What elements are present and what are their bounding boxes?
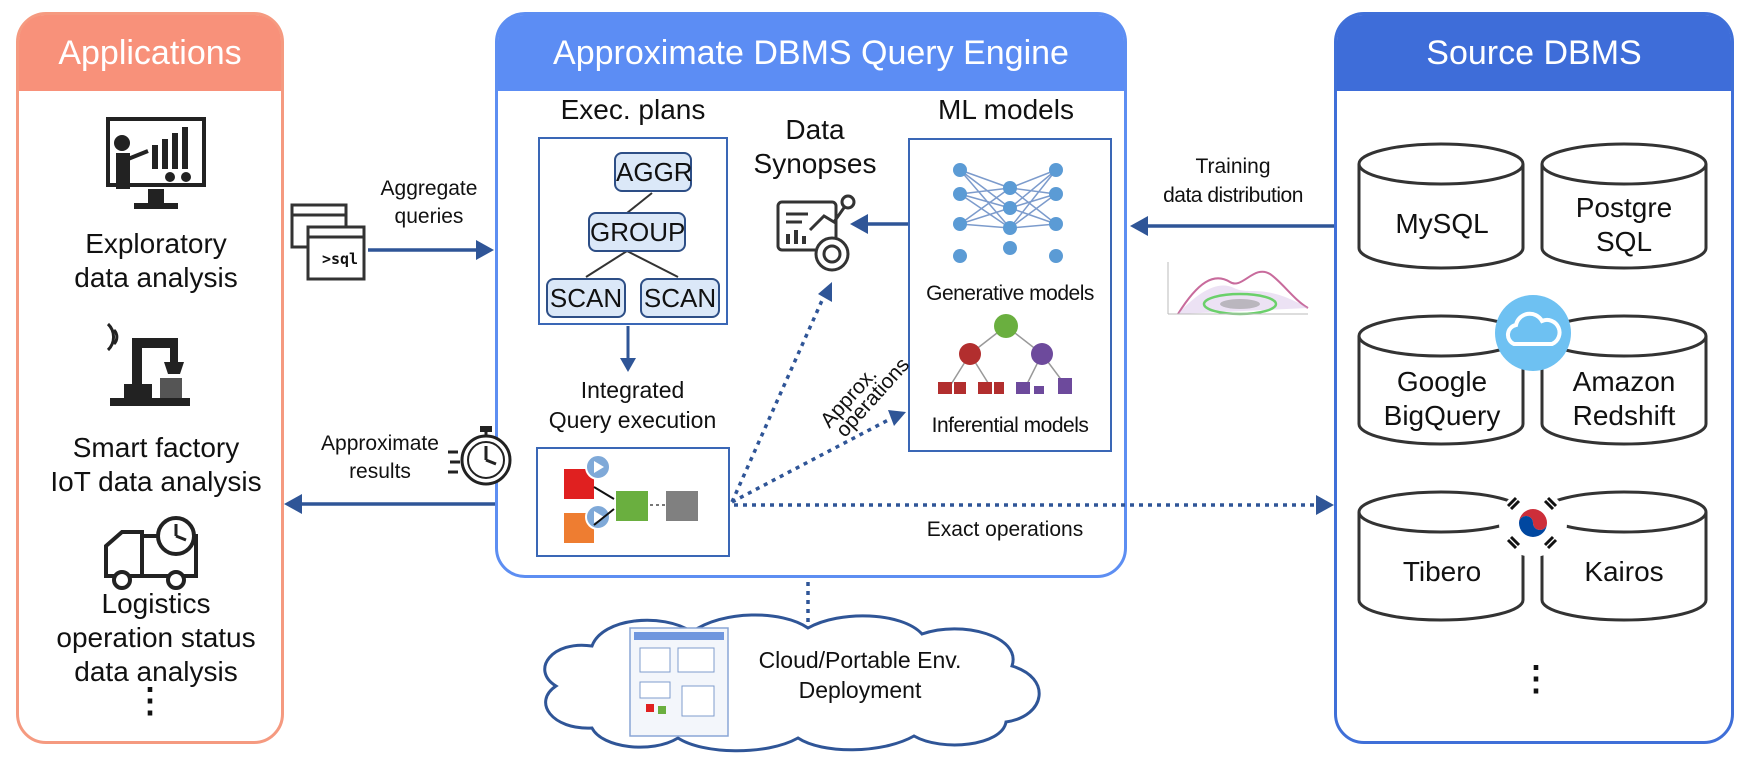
integrated-label-line2: Query execution <box>548 407 717 433</box>
plan-node-group: GROUP <box>588 212 686 252</box>
app-logistics-line1: Logistics <box>101 588 211 619</box>
data-synopses-line2: Synopses <box>753 148 877 179</box>
aggregate-queries-line1: Aggregate <box>380 177 478 200</box>
app-smart-factory-line1: Smart factory <box>72 432 240 463</box>
db-redshift-line2: Redshift <box>1572 400 1676 431</box>
inferential-models-label: Inferential models <box>931 414 1089 437</box>
applications-title: Applications <box>19 15 281 91</box>
db-mysql: MySQL <box>1395 208 1489 239</box>
training-data-line2: data distribution <box>1163 184 1303 207</box>
exact-operations-label: Exact operations <box>926 518 1084 541</box>
approx-to-synopses-dotted-arrow <box>730 295 826 503</box>
distribution-plot-graphic <box>1167 262 1309 316</box>
training-data-line1: Training <box>1195 155 1271 178</box>
neural-network-graphic <box>953 163 1063 263</box>
cloud-deployment-shape <box>543 613 1041 753</box>
plan-tree-lines <box>585 192 679 278</box>
korea-flag-icon <box>1499 489 1567 557</box>
approx-to-models-dotted-arrow <box>731 416 893 504</box>
db-postgre-line1: Postgre <box>1575 192 1673 223</box>
db-bigquery-line1: Google <box>1396 366 1488 397</box>
db-postgre-line2: SQL <box>1595 226 1653 257</box>
plan-node-scan-right: SCAN <box>640 278 720 318</box>
plan-node-aggr: AGGR <box>614 152 693 192</box>
app-logistics-line2: operation status <box>56 622 256 653</box>
aggregate-queries-line2: queries <box>394 205 464 228</box>
app-logistics-line3: data analysis <box>74 656 238 687</box>
sql-prompt-text: >sql <box>321 250 359 268</box>
stopwatch-icon <box>448 426 512 486</box>
generative-models-label: Generative models <box>926 282 1094 305</box>
database-cylinders <box>1357 142 1708 622</box>
truck-clock-icon <box>104 516 198 590</box>
plan-to-execution-arrow <box>620 326 636 372</box>
data-synopses-line1: Data <box>785 114 845 145</box>
engine-title: Approximate DBMS Query Engine <box>498 15 1124 91</box>
app-smart-factory-line2: IoT data analysis <box>50 466 262 497</box>
plan-node-scan-left: SCAN <box>546 278 626 318</box>
db-tibero: Tibero <box>1402 556 1482 587</box>
data-synopses-icon <box>776 194 856 272</box>
monitor-chart-icon <box>106 117 206 209</box>
cloud-service-icon <box>1495 295 1571 371</box>
db-kairos: Kairos <box>1584 556 1664 587</box>
sql-window-icon <box>290 203 366 281</box>
cloud-deployment-line2: Deployment <box>798 677 922 703</box>
cloud-deployment-line1: Cloud/Portable Env. <box>758 647 962 673</box>
approx-results-line1: Approximate <box>321 432 439 455</box>
db-redshift-line1: Amazon <box>1572 366 1676 397</box>
exec-plans-label: Exec. plans <box>560 94 706 125</box>
approx-results-line2: results <box>349 460 411 483</box>
source-dbms-title: Source DBMS <box>1337 15 1731 91</box>
robot-arm-icon <box>106 322 190 406</box>
execution-flow-graphic <box>564 454 698 543</box>
app-exploratory-line1: Exploratory <box>85 228 227 259</box>
app-exploratory-line2: data analysis <box>74 262 238 293</box>
db-bigquery-line2: BigQuery <box>1383 400 1501 431</box>
inferential-tree-graphic <box>938 314 1072 394</box>
ml-models-label: ML models <box>938 94 1074 125</box>
integrated-label-line1: Integrated <box>580 377 685 403</box>
